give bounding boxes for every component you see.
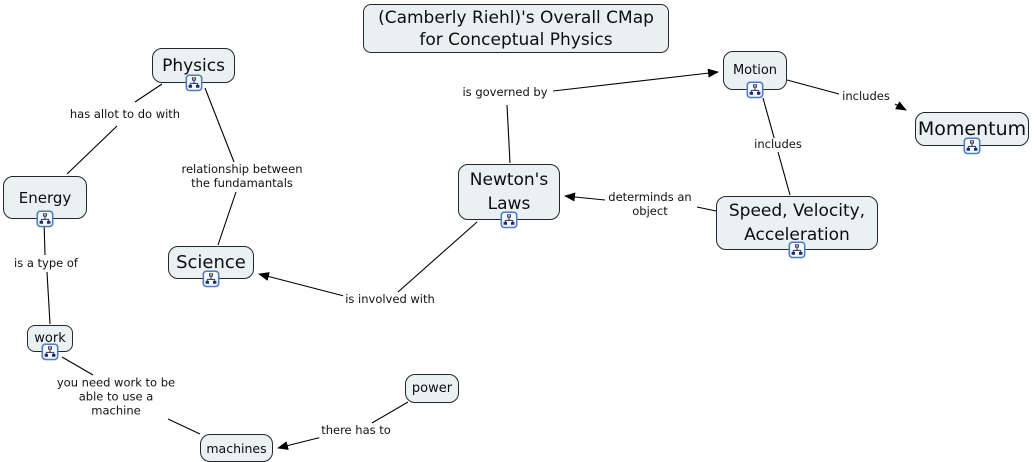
cmap-resource-link-icon[interactable] bbox=[746, 81, 764, 99]
edge-physics-science[interactable] bbox=[204, 87, 237, 246]
edge-energy-work[interactable] bbox=[43, 219, 51, 325]
node-momentum-label: Momentum bbox=[917, 118, 1027, 140]
link-label-includes-momentum[interactable]: includes bbox=[840, 89, 892, 104]
link-label-includes-sva[interactable]: includes bbox=[752, 137, 804, 152]
edge-sva-newtons[interactable] bbox=[564, 192, 717, 212]
edge-power-machines[interactable] bbox=[277, 401, 409, 450]
cmap-resource-link-icon[interactable] bbox=[36, 210, 54, 228]
node-motion-label: Motion bbox=[732, 63, 778, 78]
cmap-resource-link-icon[interactable] bbox=[185, 74, 202, 92]
node-physics-label: Physics bbox=[162, 55, 225, 76]
node-newtons-laws-label: Newton's Laws bbox=[469, 170, 549, 214]
cmap-title-node[interactable]: (Camberly Riehl)'s Overall CMap for Conc… bbox=[363, 4, 669, 53]
node-power[interactable]: power bbox=[405, 374, 459, 403]
link-label-determinds-an-object[interactable]: determinds an object bbox=[606, 190, 694, 219]
link-label-there-has-to[interactable]: there has to bbox=[319, 423, 393, 438]
node-machines[interactable]: machines bbox=[200, 434, 273, 462]
node-speed-velocity-acceleration[interactable]: Speed, Velocity, Acceleration bbox=[716, 196, 878, 259]
node-physics[interactable]: Physics bbox=[152, 48, 235, 92]
edge-newtons-science[interactable] bbox=[258, 221, 478, 297]
link-label-is-a-type-of[interactable]: is a type of bbox=[12, 256, 80, 271]
edge-newtons-motion[interactable] bbox=[506, 68, 719, 164]
cmap-resource-link-icon[interactable] bbox=[788, 241, 806, 259]
edge-work-machines[interactable] bbox=[61, 356, 201, 435]
node-work[interactable]: work bbox=[27, 325, 73, 361]
link-label-is-governed-by[interactable]: is governed by bbox=[460, 85, 550, 100]
edge-motion-momentum[interactable] bbox=[786, 79, 907, 111]
node-energy-label: Energy bbox=[18, 188, 72, 207]
node-machines-label: machines bbox=[206, 440, 267, 456]
link-label-has-allot-to-do-with[interactable]: has allot to do with bbox=[67, 107, 183, 122]
cmap-resource-link-icon[interactable] bbox=[41, 343, 59, 361]
node-work-label: work bbox=[34, 331, 66, 346]
node-newtons-laws[interactable]: Newton's Laws bbox=[458, 164, 560, 229]
link-label-relationship-between[interactable]: relationship between the fundamantals bbox=[179, 162, 305, 191]
edge-physics-energy[interactable] bbox=[66, 83, 163, 175]
node-speed-velocity-acceleration-label: Speed, Velocity, Acceleration bbox=[728, 201, 866, 245]
node-science-label: Science bbox=[176, 252, 246, 273]
cmap-resource-link-icon[interactable] bbox=[202, 270, 220, 288]
cmap-resource-link-icon[interactable] bbox=[963, 137, 981, 155]
cmap-resource-link-icon[interactable] bbox=[500, 211, 518, 229]
node-momentum[interactable]: Momentum bbox=[915, 112, 1029, 155]
node-motion[interactable]: Motion bbox=[723, 51, 787, 99]
node-power-label: power bbox=[411, 381, 453, 396]
node-science[interactable]: Science bbox=[168, 246, 254, 288]
node-energy[interactable]: Energy bbox=[3, 176, 87, 228]
link-label-is-involved-with[interactable]: is involved with bbox=[343, 292, 437, 307]
link-label-you-need-work[interactable]: you need work to be able to use a machin… bbox=[54, 375, 178, 418]
